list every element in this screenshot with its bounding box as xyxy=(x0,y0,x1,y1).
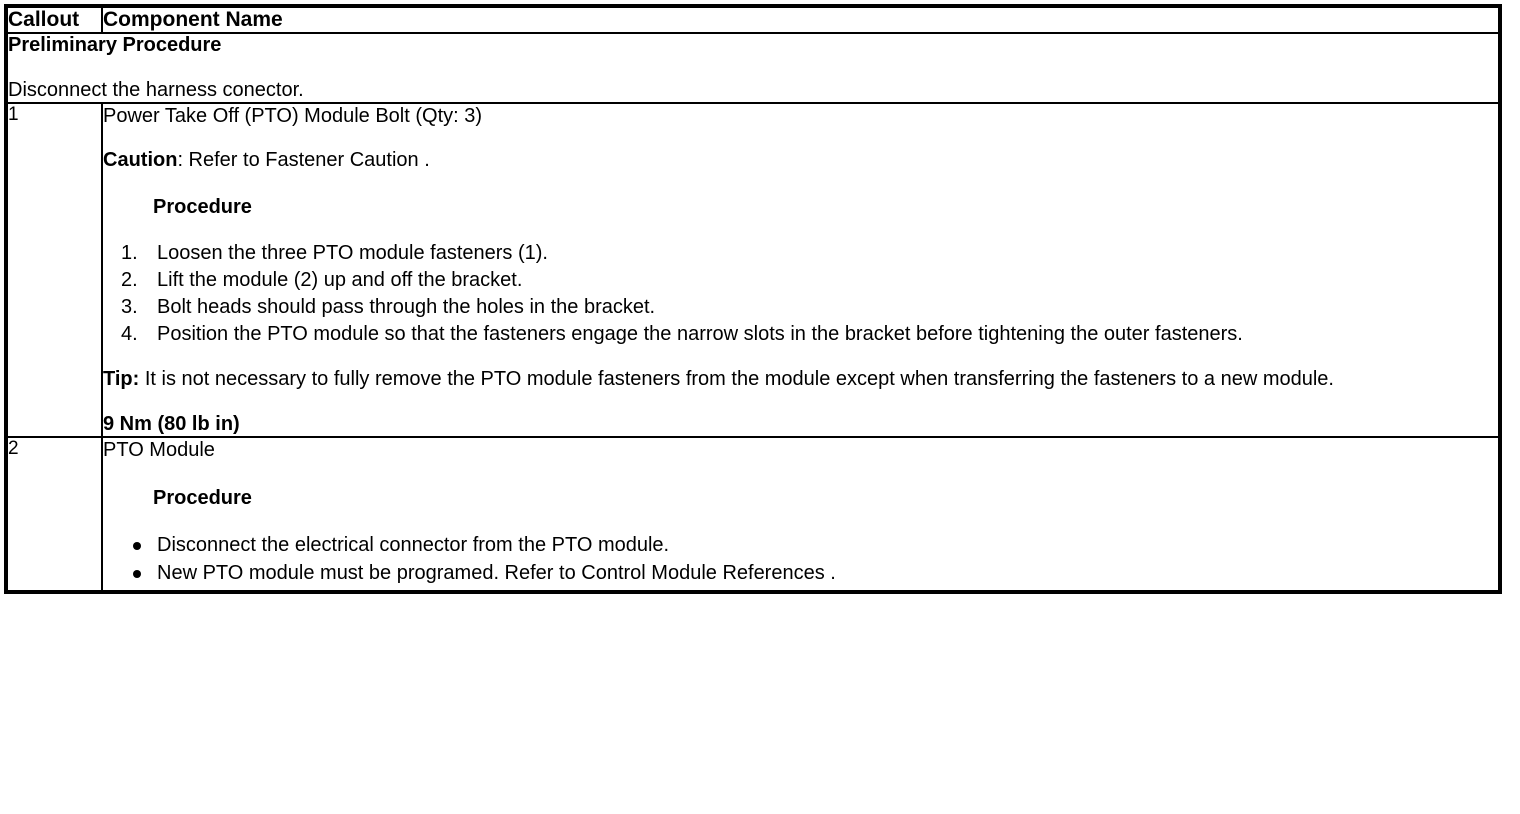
procedure-step: Position the PTO module so that the fast… xyxy=(121,322,1243,347)
list-item: New PTO module must be programed. Refer … xyxy=(103,560,1498,586)
preliminary-procedure-cell: Preliminary Procedure Disconnect the har… xyxy=(5,32,1501,104)
component-title-1: Power Take Off (PTO) Module Bolt (Qty: 3… xyxy=(103,105,483,127)
component-table: Callout Component Name Preliminary Proce… xyxy=(4,4,1502,594)
procedure-step: Lift the module (2) up and off the brack… xyxy=(121,268,523,293)
caution-note: Caution: Refer to Fastener Caution . xyxy=(103,148,1498,172)
procedure-step: Loosen the three PTO module fasteners (1… xyxy=(121,241,548,266)
header-component-name: Component Name xyxy=(101,5,1501,34)
procedure-step: Bolt heads should pass through the holes… xyxy=(121,295,656,320)
row-2-content: PTO Module Procedure Disconnect the elec… xyxy=(101,436,1501,593)
header-callout: Callout xyxy=(5,5,103,34)
procedure-heading-1: Procedure xyxy=(153,196,252,218)
procedure-bullet-list: Disconnect the electrical connector from… xyxy=(103,532,1498,586)
list-item: Disconnect the electrical connector from… xyxy=(103,532,1498,558)
table-row: 1 Power Take Off (PTO) Module Bolt (Qty:… xyxy=(5,102,1501,438)
procedure-step-list: Loosen the three PTO module fasteners (1… xyxy=(103,241,1498,347)
torque-specification: 9 Nm (80 lb in) xyxy=(103,413,240,435)
callout-number-2: 2 xyxy=(5,436,103,593)
preliminary-procedure-row: Preliminary Procedure Disconnect the har… xyxy=(5,32,1501,104)
callout-number-1: 1 xyxy=(5,102,103,438)
procedure-heading-2: Procedure xyxy=(153,487,252,509)
caution-label: Caution xyxy=(103,149,178,171)
tip-note: Tip: It is not necessary to fully remove… xyxy=(103,367,1498,392)
component-title-2: PTO Module xyxy=(103,439,215,461)
preliminary-procedure-text: Disconnect the harness conector. xyxy=(8,79,304,101)
table-row: 2 PTO Module Procedure Disconnect the el… xyxy=(5,436,1501,593)
caution-text: : Refer to Fastener Caution . xyxy=(177,149,430,171)
tip-label: Tip: xyxy=(103,368,140,390)
row-1-content: Power Take Off (PTO) Module Bolt (Qty: 3… xyxy=(101,102,1501,438)
tip-text: It is not necessary to fully remove the … xyxy=(139,368,1334,390)
table-header-row: Callout Component Name xyxy=(5,5,1501,34)
preliminary-procedure-title: Preliminary Procedure xyxy=(8,34,222,56)
